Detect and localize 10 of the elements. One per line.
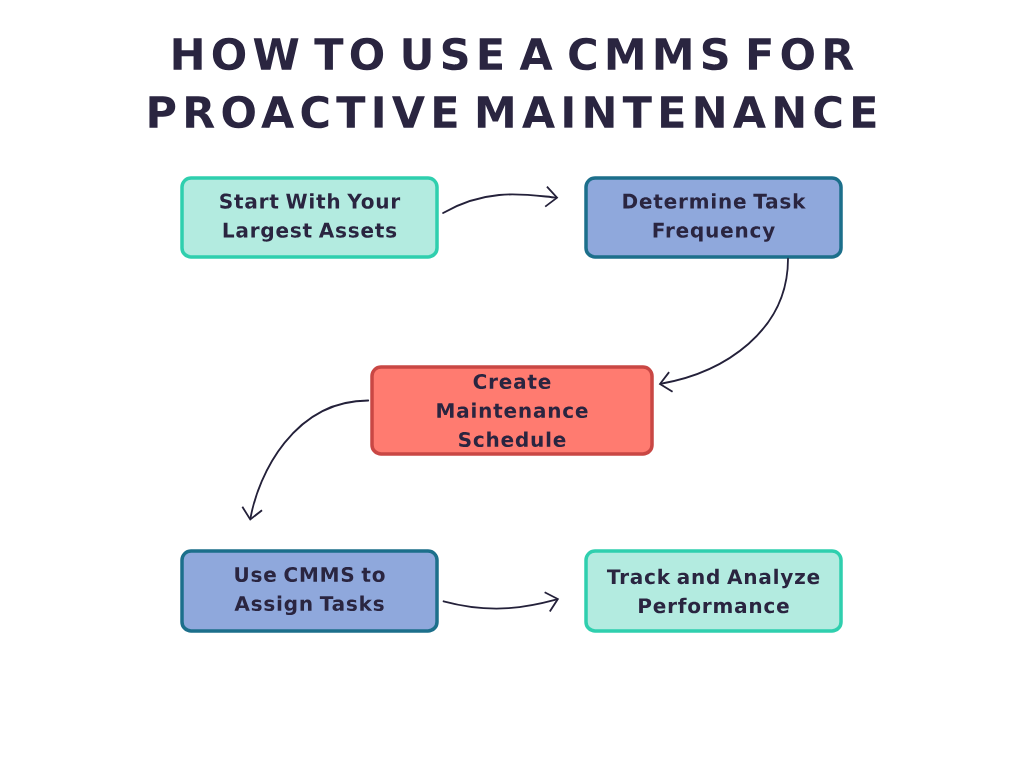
title: HOW TO USE A CMMS FOR PROACTIVE MAINTENANCE bbox=[149, 37, 876, 129]
step-box: Create Maintenance Schedule bbox=[370, 365, 654, 456]
step-box: Start With Your Largest Assets bbox=[180, 176, 439, 259]
arrow bbox=[442, 591, 560, 613]
step-box: Determine Task Frequency bbox=[584, 176, 843, 259]
step-box: Track and Analyze Performance bbox=[584, 549, 843, 633]
arrow bbox=[658, 257, 789, 393]
arrow bbox=[442, 185, 559, 214]
step-box: Use CMMS to Assign Tasks bbox=[180, 549, 439, 633]
arrow bbox=[241, 399, 370, 521]
